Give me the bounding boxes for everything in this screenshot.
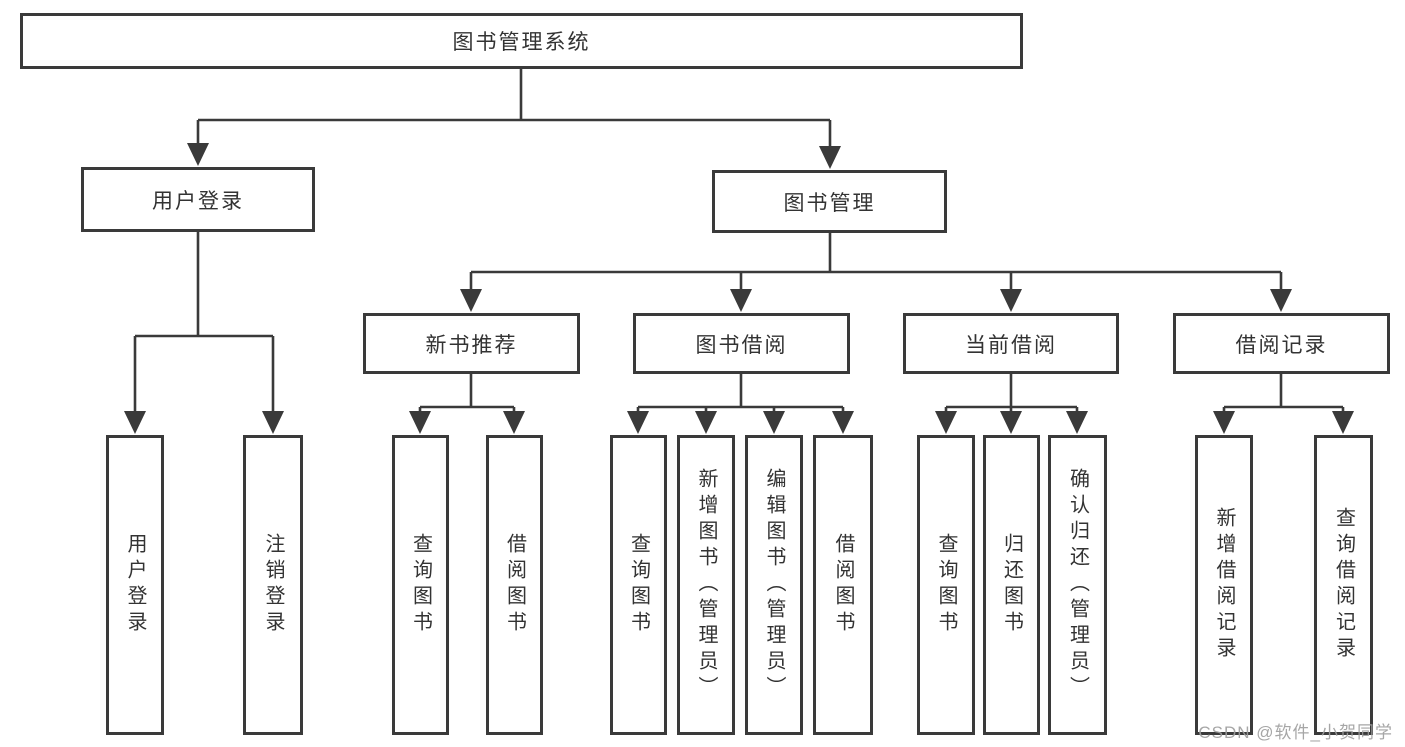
leaf-edit-book-admin: 编辑图书（管理员） (745, 435, 803, 735)
leaf-confirm-return-admin: 确认归还（管理员） (1048, 435, 1107, 735)
connector-newbook-to-leaves (418, 374, 516, 418)
leaf-query-books-recommend: 查询图书 (392, 435, 449, 735)
leaf-borrow-books-recommend: 借阅图书 (486, 435, 543, 735)
leaf-add-borrow-record: 新增借阅记录 (1195, 435, 1253, 735)
node-user-login: 用户登录 (81, 167, 315, 232)
leaf-query-books-current: 查询图书 (917, 435, 975, 735)
node-borrowing-records: 借阅记录 (1173, 313, 1390, 374)
node-book-borrowing: 图书借阅 (633, 313, 850, 374)
leaf-query-borrow-record: 查询借阅记录 (1314, 435, 1373, 735)
leaf-return-books: 归还图书 (983, 435, 1040, 735)
node-new-book-recommend: 新书推荐 (363, 313, 580, 374)
leaf-query-books-borrowing: 查询图书 (610, 435, 667, 735)
connector-root-to-level2 (196, 69, 832, 152)
connector-borrowing-to-leaves (636, 374, 845, 418)
leaf-add-book-admin: 新增图书（管理员） (677, 435, 735, 735)
connector-userlogin-to-leaves (133, 232, 275, 418)
leaf-borrow-books-borrowing: 借阅图书 (813, 435, 873, 735)
connector-records-to-leaves (1222, 374, 1345, 418)
leaf-logout: 注销登录 (243, 435, 303, 735)
node-book-management: 图书管理 (712, 170, 947, 233)
node-root: 图书管理系统 (20, 13, 1023, 69)
leaf-user-login: 用户登录 (106, 435, 164, 735)
node-current-borrowing: 当前借阅 (903, 313, 1119, 374)
connector-bookmgmt-to-level3 (469, 233, 1283, 296)
